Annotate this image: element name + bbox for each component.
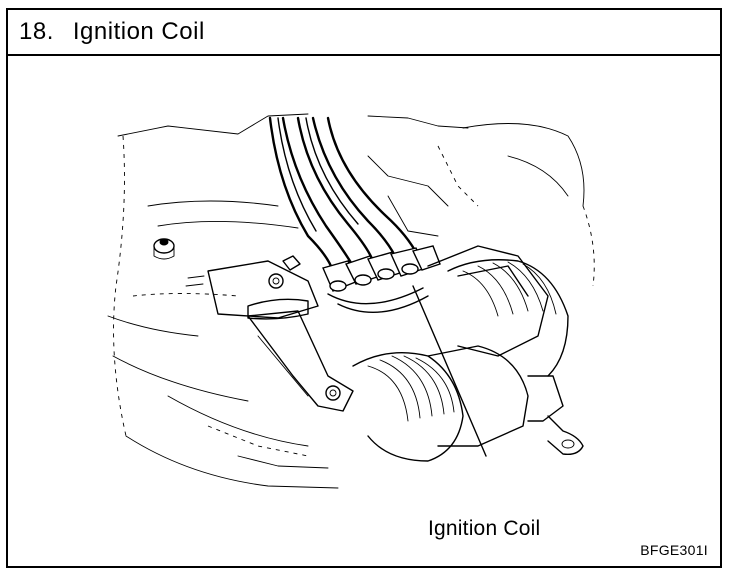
figure-code: BFGE301I [640, 542, 708, 558]
mount-bolt-upper [153, 238, 175, 260]
coil-connectors [322, 245, 441, 314]
engine-block-outline [107, 113, 595, 489]
coil-bracket [185, 255, 319, 320]
step-title: Ignition Coil [72, 18, 205, 45]
callout-leader [412, 285, 487, 457]
ignition-wires [268, 116, 420, 273]
ignition-coil-illustration: Ignition Coil [8, 56, 720, 566]
ignition-coil-body [427, 245, 549, 357]
engine-line-drawing [107, 113, 595, 489]
intake-hose [352, 259, 584, 462]
mounting-arm [247, 310, 354, 412]
step-header: 18. Ignition Coil [8, 10, 720, 56]
procedure-frame: 18. Ignition Coil [6, 8, 722, 568]
step-number: 18. [19, 18, 54, 45]
ignition-coil-callout: Ignition Coil [428, 517, 541, 540]
